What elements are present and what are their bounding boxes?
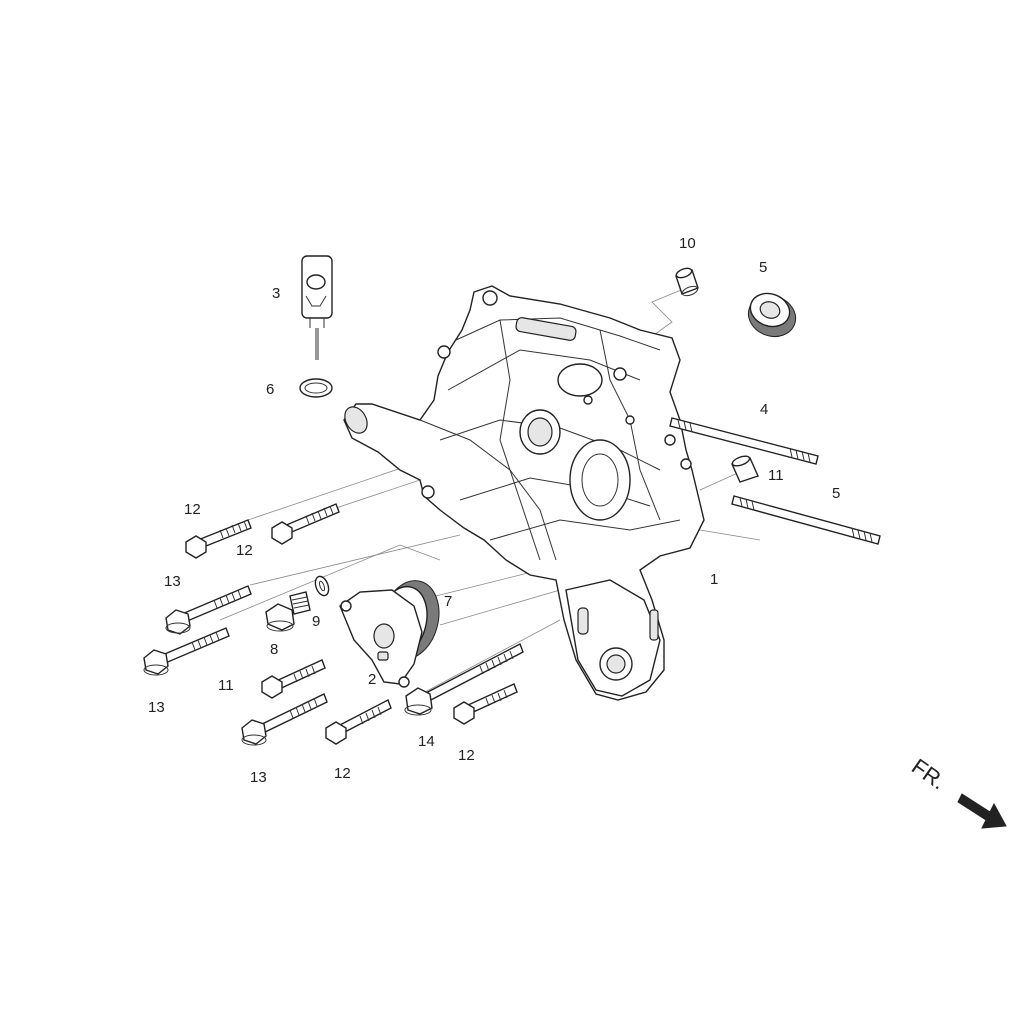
washer-part-9 (314, 575, 330, 597)
callout-2: 2 (368, 671, 376, 688)
callout-13-c: 13 (250, 769, 267, 786)
bolt-part-12-b (271, 503, 340, 545)
callout-12-c: 12 (458, 747, 475, 764)
callout-11-lower: 11 (218, 677, 234, 694)
bolt-part-13-a (165, 585, 252, 635)
callout-6: 6 (266, 381, 274, 398)
dipstick-part-3 (301, 255, 333, 360)
callout-11-upper: 11 (768, 467, 784, 484)
stud-bolt-part-5-lower (731, 495, 881, 545)
bolt-part-13-c (241, 693, 328, 746)
bolt-part-12-c (325, 699, 392, 745)
callout-5-seal: 5 (759, 259, 767, 276)
callout-14: 14 (418, 733, 435, 750)
callout-5-stud: 5 (832, 485, 840, 502)
front-arrow-icon (957, 793, 1007, 829)
callout-8: 8 (270, 641, 278, 658)
callout-12-a: 12 (184, 501, 201, 518)
oil-seal-part-5 (747, 292, 797, 338)
bolt-part-12-d (453, 683, 518, 725)
callout-13-b: 13 (148, 699, 165, 716)
front-direction-indicator: FR. (907, 754, 1007, 829)
callout-12-d: 12 (334, 765, 351, 782)
callout-13-a: 13 (164, 573, 181, 590)
callout-9: 9 (312, 613, 320, 630)
callout-1: 1 (710, 571, 718, 588)
dowel-pin-part-10 (675, 267, 699, 297)
crankcase-cover (343, 285, 705, 701)
bolt-part-8 (265, 591, 311, 632)
bolt-part-14 (404, 643, 524, 716)
callout-7: 7 (444, 593, 452, 610)
o-ring-part-6 (299, 378, 333, 398)
bolt-part-13-b (143, 627, 230, 676)
stud-bolt-part-4 (669, 417, 819, 465)
bolt-part-12-a (185, 519, 252, 559)
callout-10: 10 (679, 235, 696, 252)
callout-12-b: 12 (236, 542, 253, 559)
bolt-part-11-lower (261, 659, 326, 699)
dowel-pin-part-11-upper (731, 455, 759, 483)
direction-label: FR. (907, 754, 950, 795)
callout-4: 4 (760, 401, 768, 418)
pump-assembly-part-7 (339, 580, 440, 688)
callout-labels: 10 5 3 6 4 11 5 1 12 12 13 7 9 8 13 11 2… (148, 235, 840, 786)
callout-3: 3 (272, 285, 280, 302)
